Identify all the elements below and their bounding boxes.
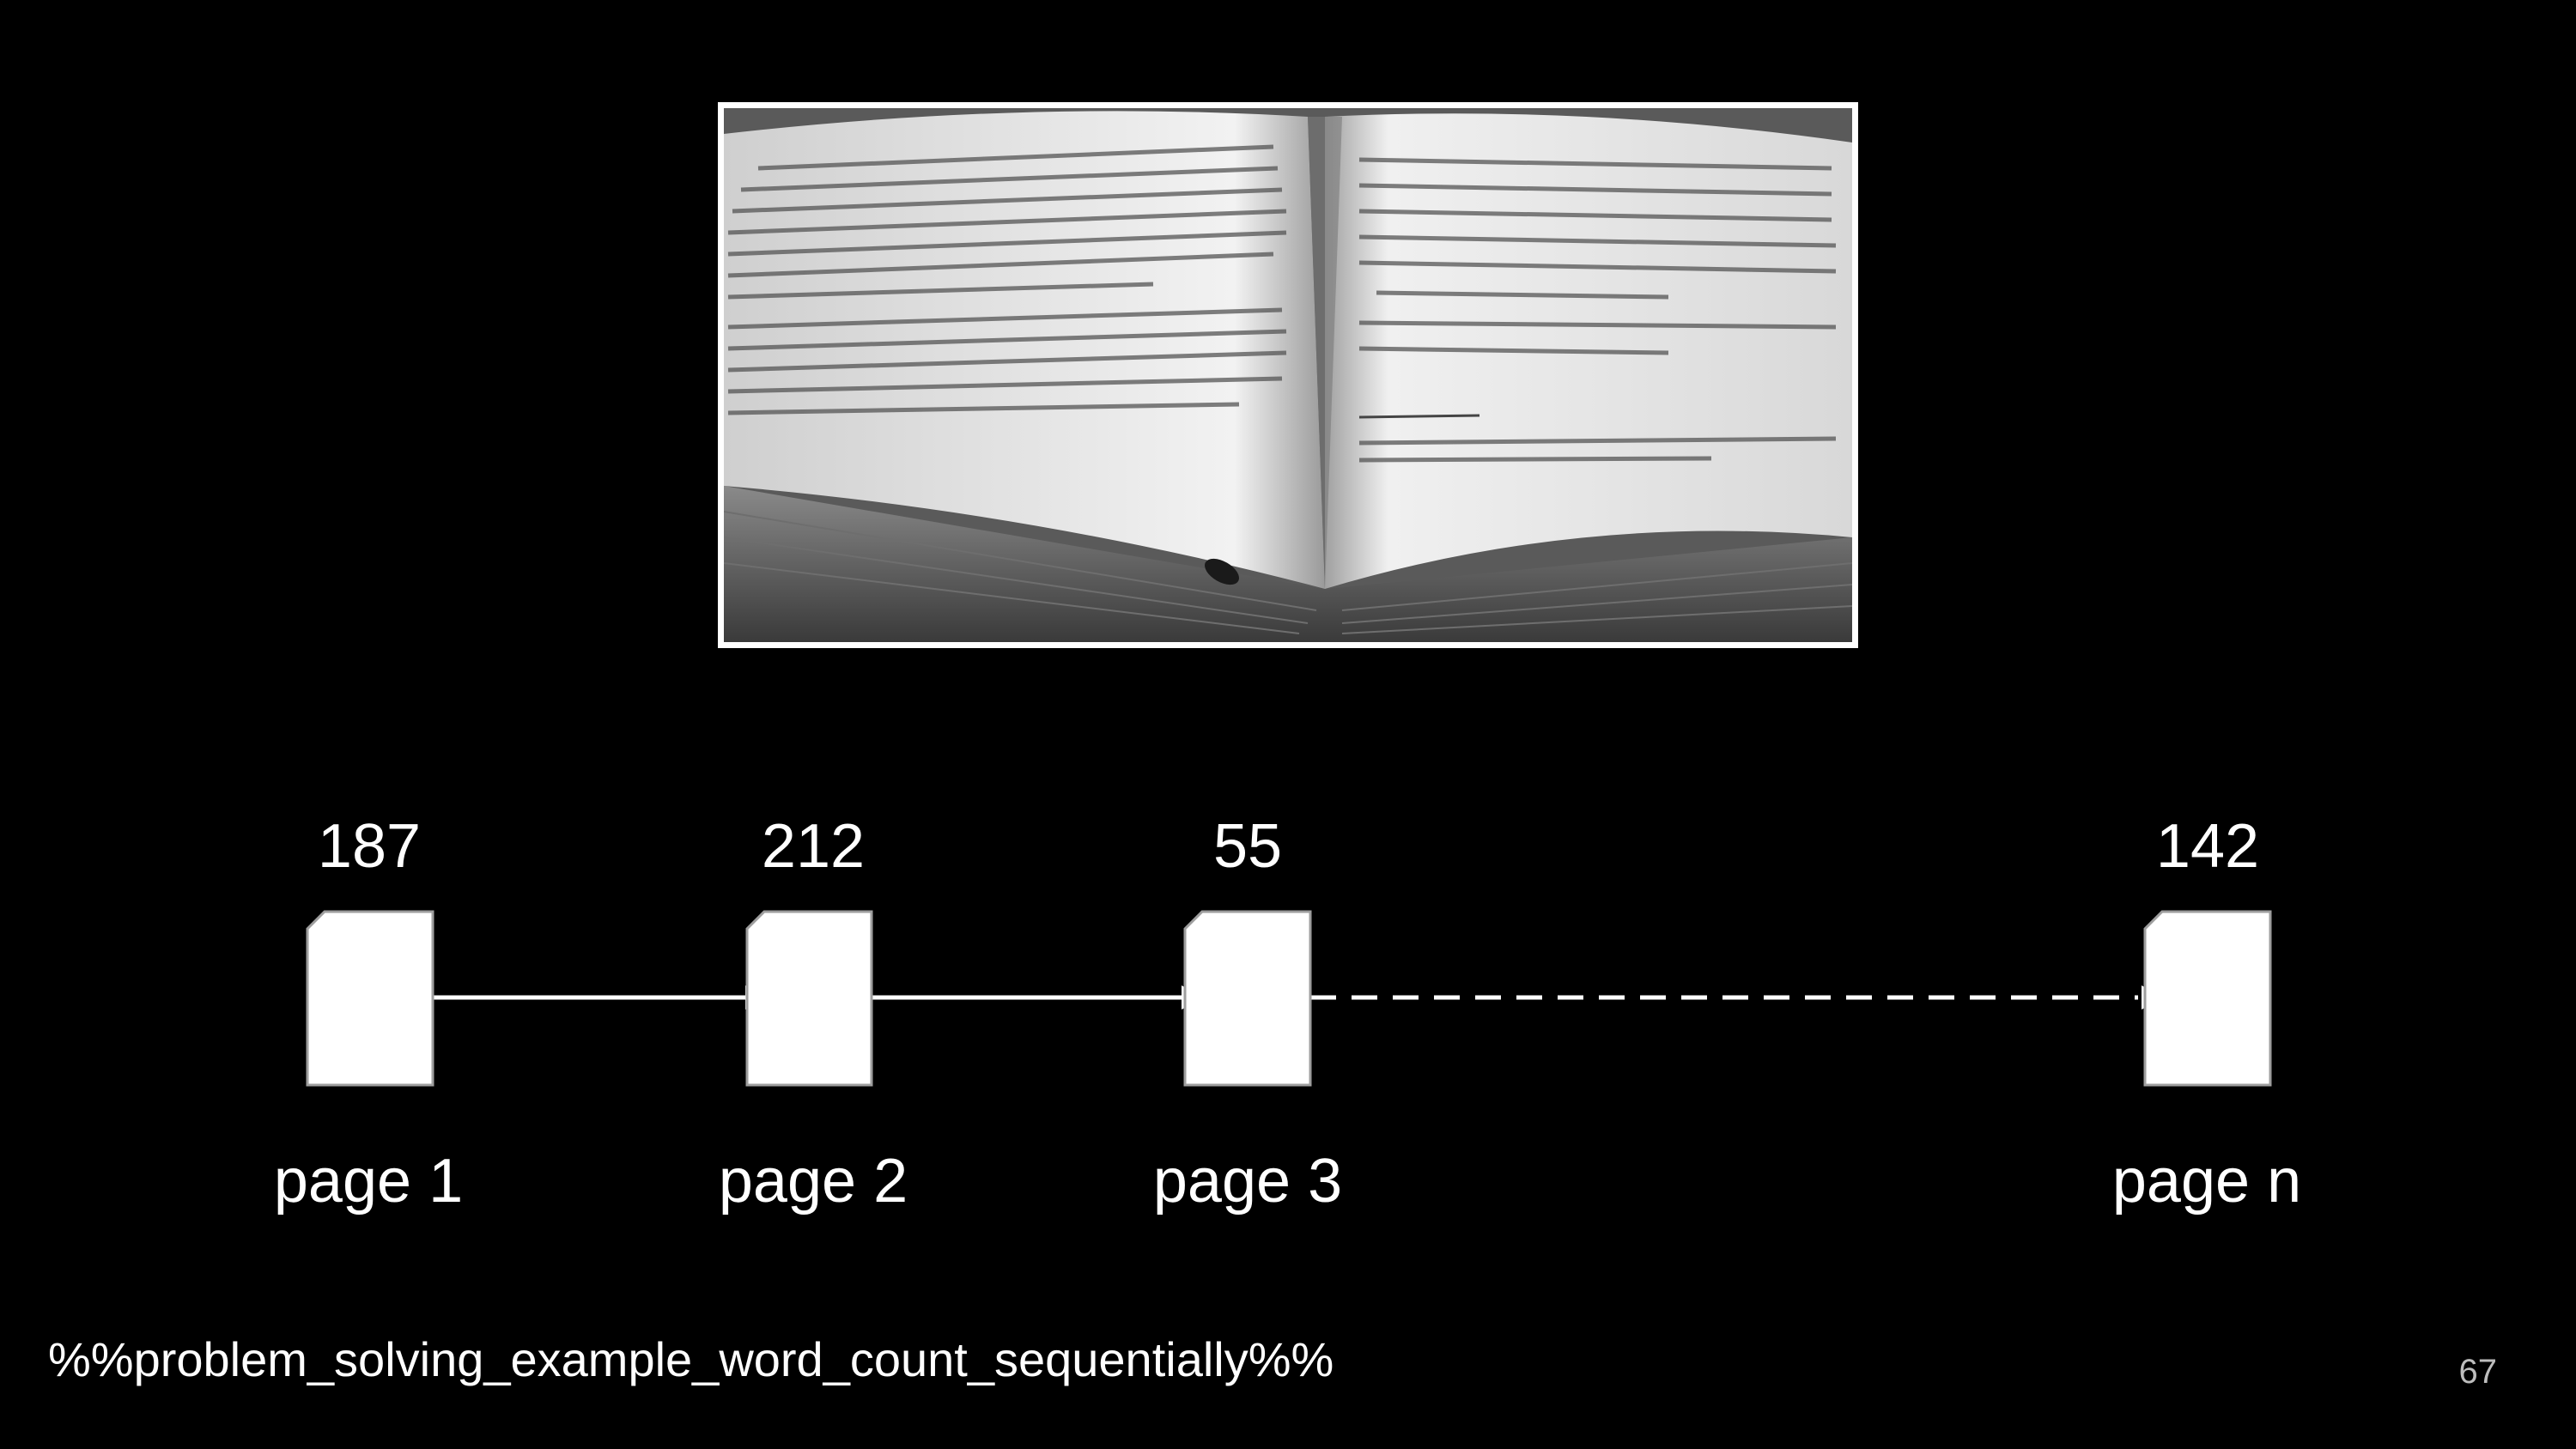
page-n-label: page n xyxy=(2111,1147,2302,1216)
page-3-label: page 3 xyxy=(1152,1147,1343,1216)
page-1-icon xyxy=(306,910,434,1087)
open-book-photo xyxy=(718,102,1858,648)
page-1-label: page 1 xyxy=(273,1147,464,1216)
slide-footer-text: %%problem_solving_example_word_count_seq… xyxy=(48,1332,1334,1386)
page-2-word-count: 212 xyxy=(761,812,866,881)
slide-number: 67 xyxy=(2458,1353,2498,1391)
page-1-word-count: 187 xyxy=(317,812,422,881)
open-book-illustration xyxy=(724,108,1852,642)
page-3-word-count: 55 xyxy=(1212,812,1283,881)
page-n-word-count: 142 xyxy=(2155,812,2260,881)
page-2-label: page 2 xyxy=(718,1147,908,1216)
page-3-icon xyxy=(1183,910,1312,1087)
page-n-icon xyxy=(2143,910,2272,1087)
page-2-icon xyxy=(745,910,873,1087)
